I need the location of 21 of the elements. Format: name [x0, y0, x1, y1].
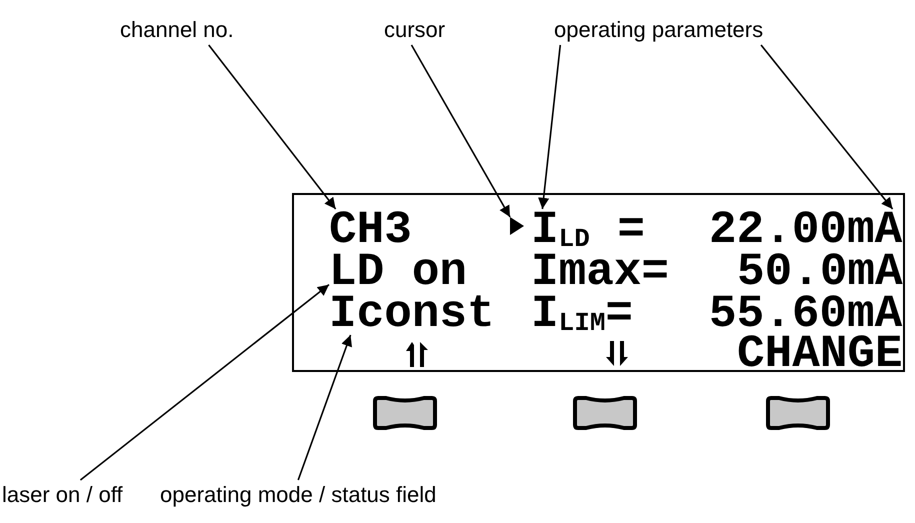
cursor-icon	[510, 217, 524, 235]
leader-line	[80, 284, 330, 481]
parameter-value: 55.60mA	[709, 293, 902, 335]
leader-line	[208, 44, 336, 210]
callout-text: operating mode / status field	[160, 482, 436, 508]
leader-line	[297, 334, 352, 480]
parameter-value: 50.0mA	[737, 251, 903, 293]
display-screen	[292, 193, 905, 372]
softkey-label: CHANGE	[737, 333, 903, 375]
parameter-value: 22.00mA	[709, 209, 902, 251]
leader-line	[410, 44, 511, 218]
callout-text: operating parameters	[554, 17, 764, 43]
operating-mode: Iconst	[329, 293, 495, 335]
callout-text: laser on / off	[2, 482, 123, 508]
parameter-name: Imax=	[531, 251, 670, 293]
laser-status: LD on	[329, 251, 468, 293]
channel-number: CH3	[329, 209, 412, 251]
callout-text: cursor	[384, 17, 446, 43]
leader-line	[538, 44, 562, 210]
callout-text: channel no.	[120, 17, 234, 43]
leader-line	[760, 44, 894, 210]
